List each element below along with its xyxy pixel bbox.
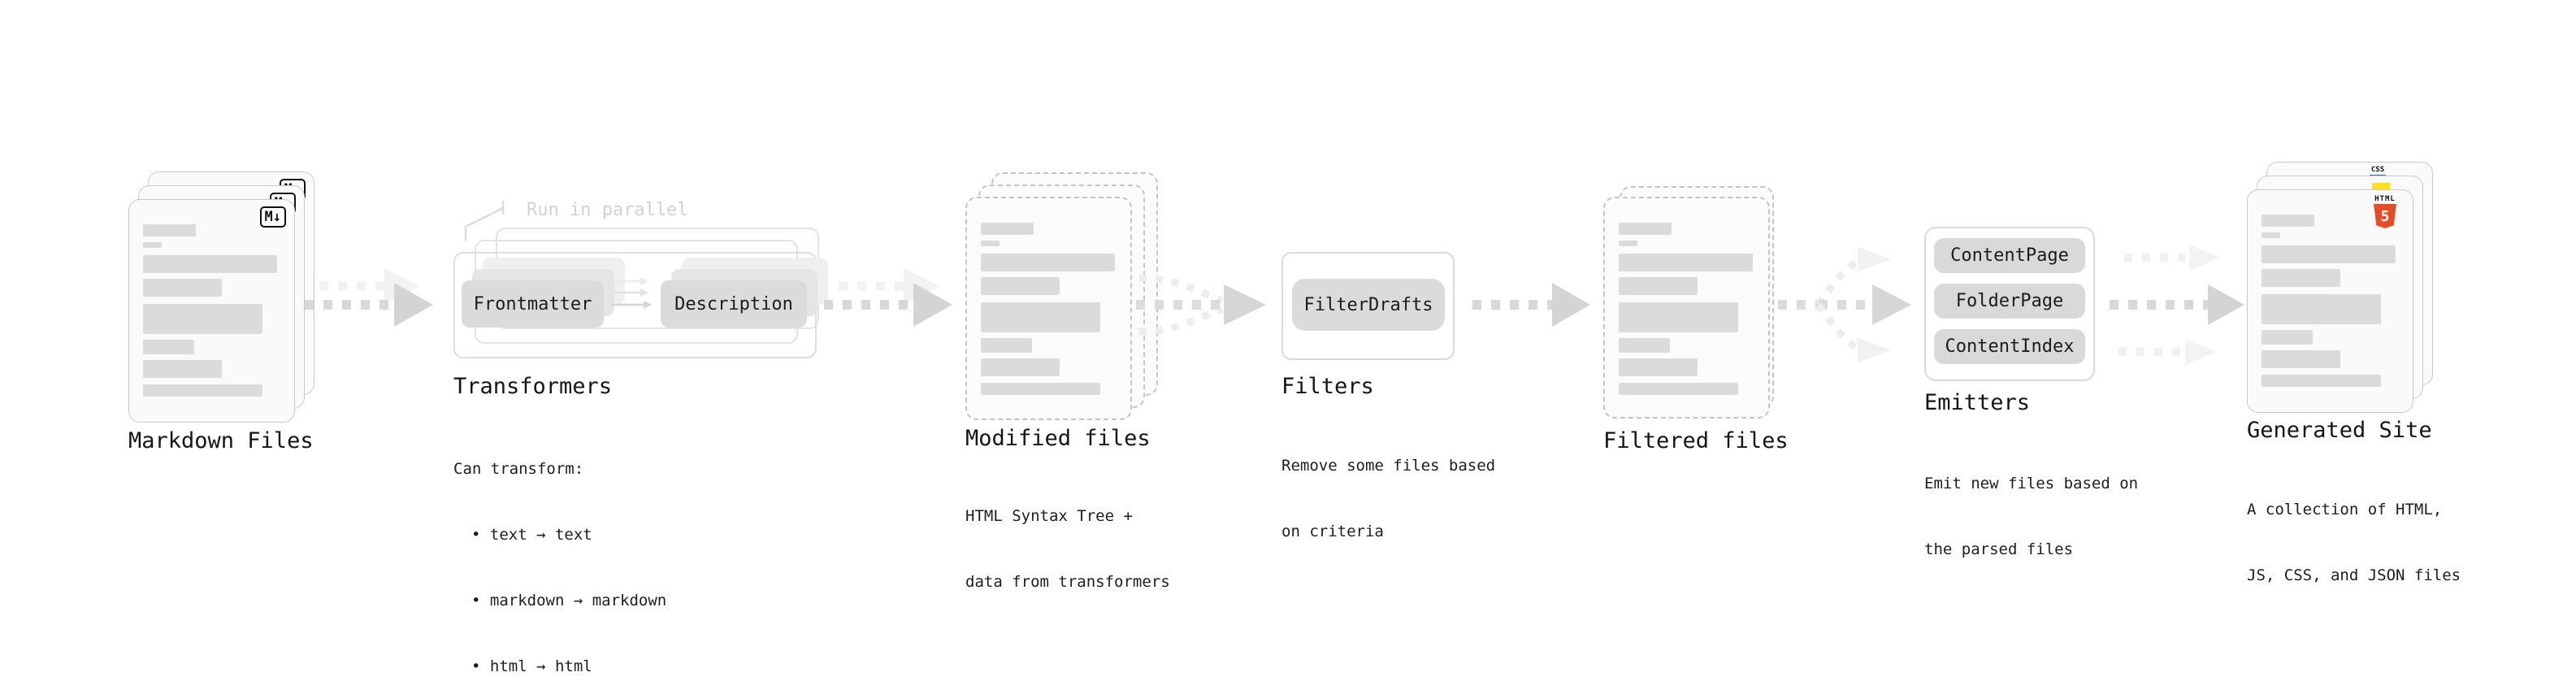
subtitle-line: the parsed files — [1924, 540, 2074, 558]
placeholder-text-bar — [2262, 269, 2340, 287]
placeholder-text-bar — [981, 338, 1032, 353]
placeholder-text-bar — [2262, 232, 2280, 238]
placeholder-text-bar — [2262, 375, 2381, 387]
placeholder-text-bar — [981, 383, 1100, 395]
placeholder-text-bar — [143, 224, 196, 236]
placeholder-text-bar — [1619, 277, 1698, 295]
placeholder-text-bar — [981, 302, 1100, 332]
filters-subtitle: Remove some files based on criteria — [1281, 411, 1495, 587]
frontmatter-node: Frontmatter — [462, 280, 604, 327]
bullet-item: • markdown → markdown — [471, 592, 667, 609]
placeholder-text-bar — [2262, 245, 2396, 263]
placeholder-text-bar — [981, 241, 1000, 246]
placeholder-text-bar — [981, 277, 1060, 295]
arrow-markdown-to-transformers — [305, 268, 433, 327]
subtitle-line: Remove some files based — [1281, 457, 1496, 475]
placeholder-text-bar — [1619, 338, 1670, 353]
arrow-filtered-to-emitters — [1778, 247, 1911, 362]
arrow-transformers-to-modified — [824, 268, 952, 327]
markdown-files-title: Markdown Files — [128, 428, 314, 453]
generated-html-file-card: HTML 5 — [2247, 189, 2413, 413]
html5-icon: HTML 5 — [2367, 195, 2403, 228]
transformers-title: Transformers — [453, 374, 613, 399]
subtitle-line: HTML Syntax Tree + — [965, 507, 1133, 525]
generated-site-title: Generated Site — [2247, 418, 2432, 443]
subtitle-line: A collection of HTML, — [2247, 501, 2443, 518]
placeholder-text-bar — [143, 279, 222, 297]
placeholder-text-bar — [2262, 350, 2340, 368]
bullet-item: • text → text — [471, 526, 592, 544]
modified-files-subtitle: HTML Syntax Tree + data from transformer… — [965, 462, 1170, 637]
generated-site-subtitle: A collection of HTML, JS, CSS, and JSON … — [2247, 455, 2461, 631]
markdown-icon: M↓ — [259, 206, 286, 228]
subtitle-line: data from transformers — [965, 573, 1170, 591]
placeholder-text-bar — [2262, 330, 2313, 345]
filtered-file-card — [1603, 197, 1770, 419]
subtitle-line: Emit new files based on — [1924, 475, 2139, 492]
contentpage-node: ContentPage — [1934, 238, 2085, 273]
placeholder-text-bar — [143, 360, 222, 378]
filtered-files-title: Filtered files — [1603, 428, 1789, 453]
placeholder-text-bar — [1619, 302, 1738, 332]
description-node: Description — [661, 280, 807, 327]
css-icon-label: CSS — [2370, 166, 2385, 174]
subtitle-line: JS, CSS, and JSON files — [2247, 566, 2461, 584]
placeholder-text-bar — [2262, 215, 2314, 227]
placeholder-text-bar — [143, 255, 277, 273]
emitters-title: Emitters — [1924, 390, 2031, 415]
placeholder-text-bar — [1619, 223, 1672, 235]
placeholder-text-bar — [1619, 254, 1753, 271]
folderpage-node: FolderPage — [1934, 284, 2085, 319]
html5-icon-label: HTML — [2374, 195, 2396, 203]
placeholder-text-bar — [981, 358, 1060, 376]
contentindex-node: ContentIndex — [1934, 329, 2085, 364]
placeholder-text-bar — [143, 242, 162, 248]
arrow-modified-to-filters — [1136, 274, 1266, 336]
modified-files-title: Modified files — [965, 426, 1151, 451]
placeholder-text-bar — [143, 340, 194, 354]
placeholder-text-bar — [1619, 358, 1698, 376]
placeholder-text-bar — [981, 254, 1115, 271]
filters-title: Filters — [1281, 374, 1374, 399]
placeholder-text-bar — [981, 223, 1034, 235]
emitters-subtitle: Emit new files based on the parsed files — [1924, 429, 2138, 605]
run-in-parallel-callout-line — [464, 201, 505, 241]
arrow-emitters-to-generated — [2110, 245, 2244, 365]
placeholder-text-bar — [2262, 294, 2381, 324]
run-in-parallel-label: Run in parallel — [527, 200, 688, 220]
transformers-description: Can transform: • text → text • markdown … — [453, 414, 666, 681]
subtitle-line: on criteria — [1281, 523, 1384, 540]
can-transform-heading: Can transform: — [453, 460, 584, 478]
parallel-arrows — [611, 277, 652, 309]
placeholder-text-bar — [1619, 383, 1738, 395]
markdown-file-card: M↓ — [128, 199, 295, 423]
html5-icon-shield: 5 — [2374, 204, 2396, 228]
modified-file-card — [965, 197, 1132, 420]
placeholder-text-bar — [1619, 241, 1637, 246]
bullet-item: • html → html — [471, 657, 592, 675]
placeholder-text-bar — [143, 304, 262, 334]
placeholder-text-bar — [143, 384, 262, 397]
arrow-filters-to-filtered — [1472, 283, 1590, 327]
filterdrafts-node: FilterDrafts — [1292, 279, 1445, 331]
